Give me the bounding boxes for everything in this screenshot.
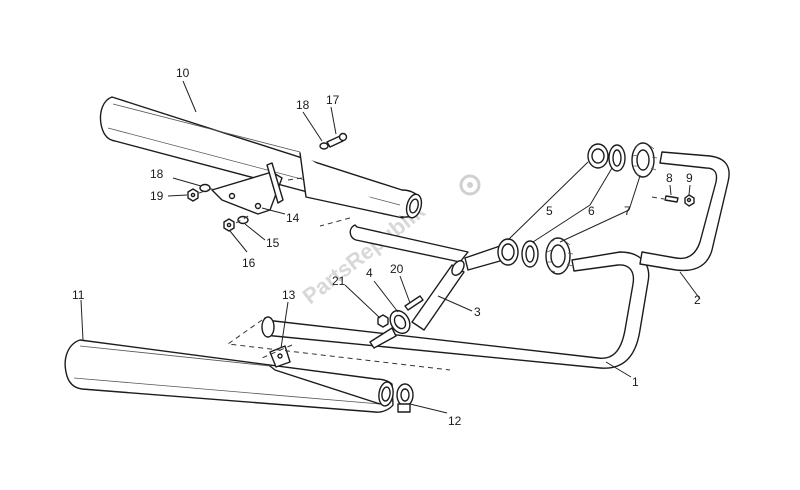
bracket <box>211 162 284 215</box>
callout-2: 2 <box>694 293 701 307</box>
exhaust-pipe-1 <box>261 251 650 369</box>
callout-18-lower: 18 <box>150 167 164 181</box>
callout-1: 1 <box>632 375 639 389</box>
ring-nut-upper <box>631 142 658 178</box>
callout-13: 13 <box>282 288 296 302</box>
pipe-clamp <box>369 309 411 349</box>
callout-20: 20 <box>390 262 404 276</box>
callout-labels: 10 17 18 18 19 14 15 16 11 13 12 3 4 21 … <box>72 66 701 428</box>
ring-nut-lower <box>545 237 574 275</box>
callout-5: 5 <box>546 204 553 218</box>
nut-19 <box>187 188 199 202</box>
callout-16: 16 <box>242 256 256 270</box>
nut-9 <box>684 194 695 207</box>
collet-lower <box>521 240 539 268</box>
callout-11: 11 <box>72 288 85 302</box>
callout-21: 21 <box>332 274 346 288</box>
nut-16 <box>223 218 235 232</box>
callout-9: 9 <box>686 171 693 185</box>
bolt-20 <box>404 295 424 311</box>
callout-10: 10 <box>176 66 190 80</box>
callout-3: 3 <box>474 305 481 319</box>
callout-4: 4 <box>366 266 373 280</box>
lower-silencer <box>64 339 394 413</box>
connector-pipe <box>411 260 465 331</box>
washer-upper <box>319 142 329 150</box>
exhaust-pipe-2 <box>639 151 730 272</box>
washer-18 <box>199 183 211 193</box>
clamp <box>396 383 414 413</box>
callout-17: 17 <box>326 93 340 107</box>
leader-lines <box>80 80 701 414</box>
callout-8: 8 <box>666 171 673 185</box>
watermark-gear-icon <box>459 174 481 196</box>
upper-silencer <box>99 96 423 219</box>
collet-upper <box>608 144 626 172</box>
nut-21 <box>377 314 389 328</box>
callout-7: 7 <box>624 204 631 218</box>
bolt-upper <box>326 132 348 148</box>
callout-14: 14 <box>286 211 300 225</box>
callout-18-upper: 18 <box>296 98 310 112</box>
stud-8 <box>664 195 679 203</box>
callout-15: 15 <box>266 236 280 250</box>
callout-6: 6 <box>588 204 595 218</box>
washer-15 <box>237 215 249 225</box>
callout-19: 19 <box>150 189 164 203</box>
callout-12: 12 <box>448 414 462 428</box>
